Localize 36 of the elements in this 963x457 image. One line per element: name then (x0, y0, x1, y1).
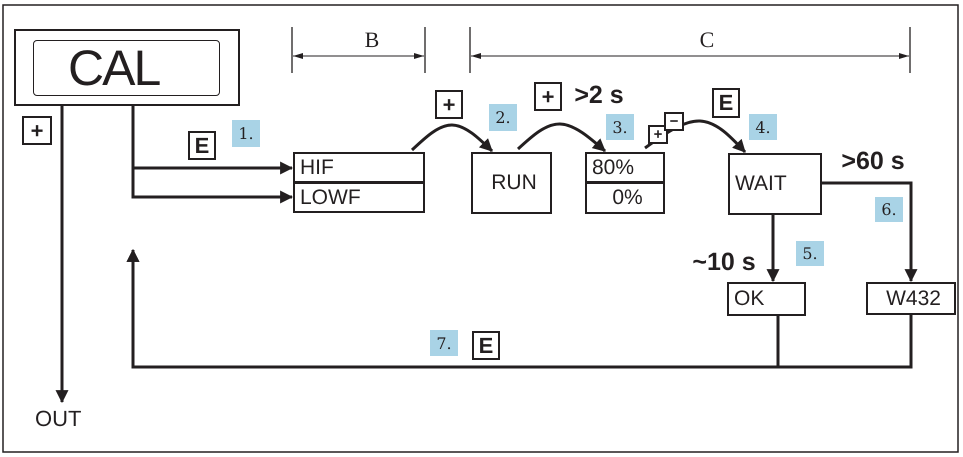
plus-key-icon: + (534, 82, 562, 111)
arrow (822, 182, 918, 282)
step-number: 5. (796, 241, 824, 266)
time-condition: >2 s (573, 80, 625, 110)
minus-key-icon: − (664, 112, 684, 131)
time-condition: ~10 s (691, 247, 757, 277)
display-readout: CAL (33, 40, 220, 96)
step-number: 1. (232, 120, 260, 147)
menu-box: W432 (866, 282, 956, 315)
enter-key-icon: E (712, 88, 740, 118)
time-condition: >60 s (840, 146, 906, 176)
plus-key-icon: + (648, 125, 668, 144)
step-number: 2. (489, 104, 517, 131)
step-number: 6. (875, 197, 903, 222)
arrow (56, 106, 68, 404)
output-label: OUT (30, 402, 94, 436)
arrow (126, 248, 912, 368)
step-number: 3. (606, 114, 634, 140)
menu-box: OK (727, 282, 806, 316)
arrow (410, 124, 494, 152)
menu-box: 0% (585, 182, 665, 214)
step-number: 7. (430, 330, 458, 356)
menu-box: WAIT (728, 153, 822, 215)
plus-key-icon: + (435, 90, 463, 119)
enter-key-icon: E (188, 131, 216, 160)
dimension-label: C (698, 27, 716, 53)
menu-box: RUN (471, 152, 552, 214)
enter-key-icon: E (472, 331, 500, 360)
menu-box: 80% (585, 152, 665, 183)
step-number: 4. (749, 114, 777, 140)
display-panel (14, 29, 240, 106)
arrow (766, 215, 780, 282)
menu-box: LOWF (293, 182, 425, 213)
menu-box: HIF (293, 152, 425, 183)
plus-key-icon: + (22, 116, 52, 145)
dimension-label: B (364, 27, 380, 53)
